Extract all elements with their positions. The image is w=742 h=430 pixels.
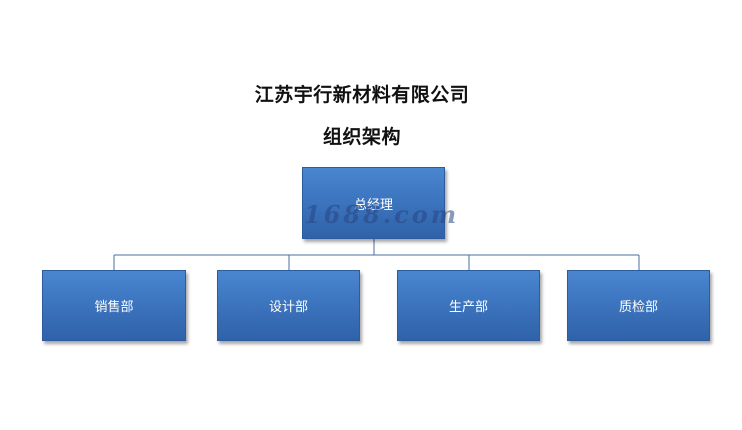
node-general-manager: 总经理	[302, 167, 445, 239]
chart-title: 组织架构	[322, 126, 401, 148]
node-label: 总经理	[353, 197, 393, 213]
node-label: 生产部	[448, 300, 488, 315]
node-production-dept: 生产部	[397, 270, 540, 341]
node-label: 销售部	[94, 300, 134, 315]
node-qc-dept: 质检部	[567, 270, 710, 341]
node-label: 质检部	[618, 300, 658, 315]
node-label: 设计部	[268, 300, 308, 315]
node-sales-dept: 销售部	[42, 270, 186, 341]
company-title: 江苏宇行新材料有限公司	[254, 84, 470, 106]
node-design-dept: 设计部	[217, 270, 360, 341]
